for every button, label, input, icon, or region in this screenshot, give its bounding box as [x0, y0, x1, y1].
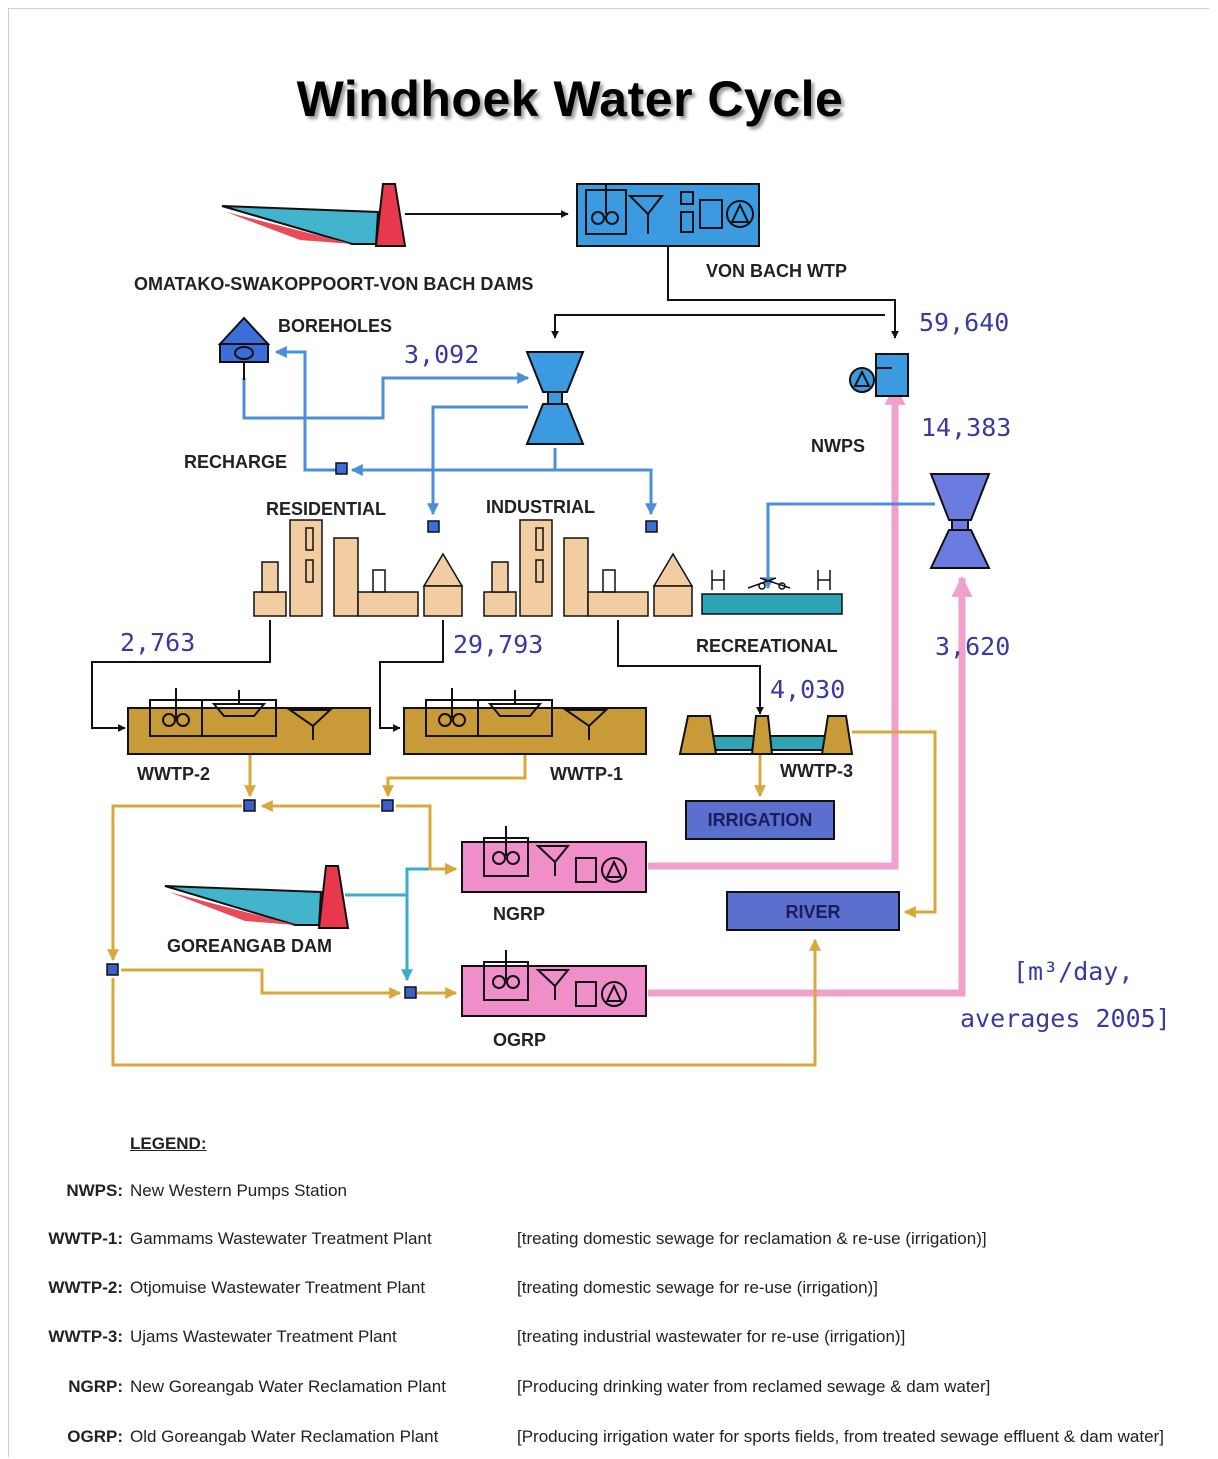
- goreangab-dam-icon: [164, 865, 350, 929]
- legend-row: OGRP: Old Goreangab Water Reclamation Pl…: [0, 1427, 1218, 1451]
- legend-desc: [treating domestic sewage for reclamatio…: [517, 1229, 987, 1248]
- legend-name: Gammams Wastewater Treatment Plant: [130, 1229, 432, 1248]
- ogrp-to-reservoir-line: [648, 575, 973, 997]
- wwtp-3-plant-icon: [678, 715, 854, 755]
- recreational-label: RECREATIONAL: [696, 636, 838, 656]
- units-line-2: averages 2005]: [960, 1004, 1171, 1033]
- legend-desc: [treating domestic sewage for re-use (ir…: [517, 1278, 878, 1297]
- legend-name: New Western Pumps Station: [130, 1181, 347, 1200]
- goreangab-dam-label: GOREANGAB DAM: [167, 936, 332, 956]
- legend-name: Ujams Wastewater Treatment Plant: [130, 1327, 397, 1346]
- residential-buildings-icon: [253, 519, 464, 617]
- industrial-buildings-icon: [483, 519, 694, 617]
- distribution-lines: [242, 346, 935, 590]
- omatako-dams-icon: [221, 183, 407, 247]
- potable-main-lines: [91, 210, 899, 732]
- legend-desc: [treating industrial wastewater for re-u…: [517, 1327, 906, 1346]
- reclaimed-water-lines: [648, 383, 973, 997]
- legend-abbr: NGRP:: [68, 1377, 123, 1396]
- legend-name: New Goreangab Water Reclamation Plant: [130, 1377, 446, 1396]
- nwps-label: NWPS: [811, 436, 865, 456]
- dam-water-lines: [345, 863, 458, 982]
- nwps-pump-icon: [849, 353, 909, 397]
- ngrp-to-nwps-line: [648, 383, 906, 870]
- flow-2763: 2,763: [120, 628, 196, 657]
- wwtp-3-label: WWTP-3: [780, 761, 853, 781]
- legend-abbr: WWTP-1:: [48, 1229, 123, 1248]
- ngrp-plant-icon: [461, 826, 647, 893]
- legend-heading: LEGEND:: [130, 1134, 207, 1153]
- water-cycle-diagram: [91, 183, 991, 1067]
- legend-abbr: WWTP-2:: [48, 1278, 123, 1297]
- legend-row: WWTP-2: Otjomuise Wastewater Treatment P…: [0, 1278, 1218, 1302]
- residential-label: RESIDENTIAL: [266, 499, 387, 519]
- flow-3092: 3,092: [404, 340, 480, 369]
- ogrp-label: OGRP: [493, 1030, 547, 1050]
- flow-59640: 59,640: [919, 308, 1010, 337]
- ngrp-label: NGRP: [493, 904, 546, 924]
- recreational-reservoir-icon: [929, 473, 991, 569]
- dams-label: OMATAKO-SWAKOPPOORT-VON BACH DAMS: [134, 274, 534, 294]
- legend-name: Old Goreangab Water Reclamation Plant: [130, 1427, 439, 1446]
- von-bach-label: VON BACH WTP: [706, 261, 847, 281]
- legend-desc: [Producing irrigation water for sports f…: [517, 1427, 1164, 1446]
- flow-3620: 3,620: [935, 632, 1011, 661]
- page-title: Windhoek Water Cycle: [296, 71, 844, 127]
- recreational-field-icon: [701, 570, 843, 615]
- river-label: RIVER: [785, 902, 841, 922]
- irrigation-box: [685, 800, 835, 840]
- wwtp-1-plant-icon: [403, 688, 647, 755]
- flow-14383: 14,383: [921, 413, 1012, 442]
- flow-4030: 4,030: [770, 675, 846, 704]
- industrial-label: INDUSTRIAL: [486, 497, 595, 517]
- page-frame: [8, 8, 1209, 1457]
- wwtp-2-plant-icon: [127, 688, 371, 755]
- legend-row: NWPS: New Western Pumps Station: [0, 1181, 1218, 1205]
- legend-row: NGRP: New Goreangab Water Reclamation Pl…: [0, 1377, 1218, 1401]
- distribution-reservoir-icon: [525, 351, 585, 445]
- legend-row: WWTP-1: Gammams Wastewater Treatment Pla…: [0, 1229, 1218, 1253]
- legend-desc: [Producing drinking water from reclamed …: [517, 1377, 991, 1396]
- recharge-label: RECHARGE: [184, 452, 288, 472]
- legend-abbr: OGRP:: [67, 1427, 123, 1446]
- irrigation-label: IRRIGATION: [707, 810, 813, 830]
- ogrp-plant-icon: [461, 950, 647, 1017]
- borehole-icon: [217, 316, 271, 380]
- boreholes-label: BOREHOLES: [278, 316, 393, 336]
- legend-abbr: WWTP-3:: [48, 1327, 123, 1346]
- legend-abbr: NWPS:: [66, 1181, 123, 1200]
- flow-29793: 29,793: [453, 630, 544, 659]
- river-box: [726, 891, 900, 931]
- junction-nodes: [106, 462, 658, 999]
- von-bach-wtp-icon: [576, 183, 760, 247]
- legend-row: WWTP-3: Ujams Wastewater Treatment Plant…: [0, 1327, 1218, 1351]
- legend-name: Otjomuise Wastewater Treatment Plant: [130, 1278, 426, 1297]
- wwtp-1-label: WWTP-1: [550, 764, 623, 784]
- wwtp-2-label: WWTP-2: [137, 764, 210, 784]
- wastewater-lines: [107, 730, 937, 1067]
- units-line-1: [m³/day,: [1013, 957, 1134, 986]
